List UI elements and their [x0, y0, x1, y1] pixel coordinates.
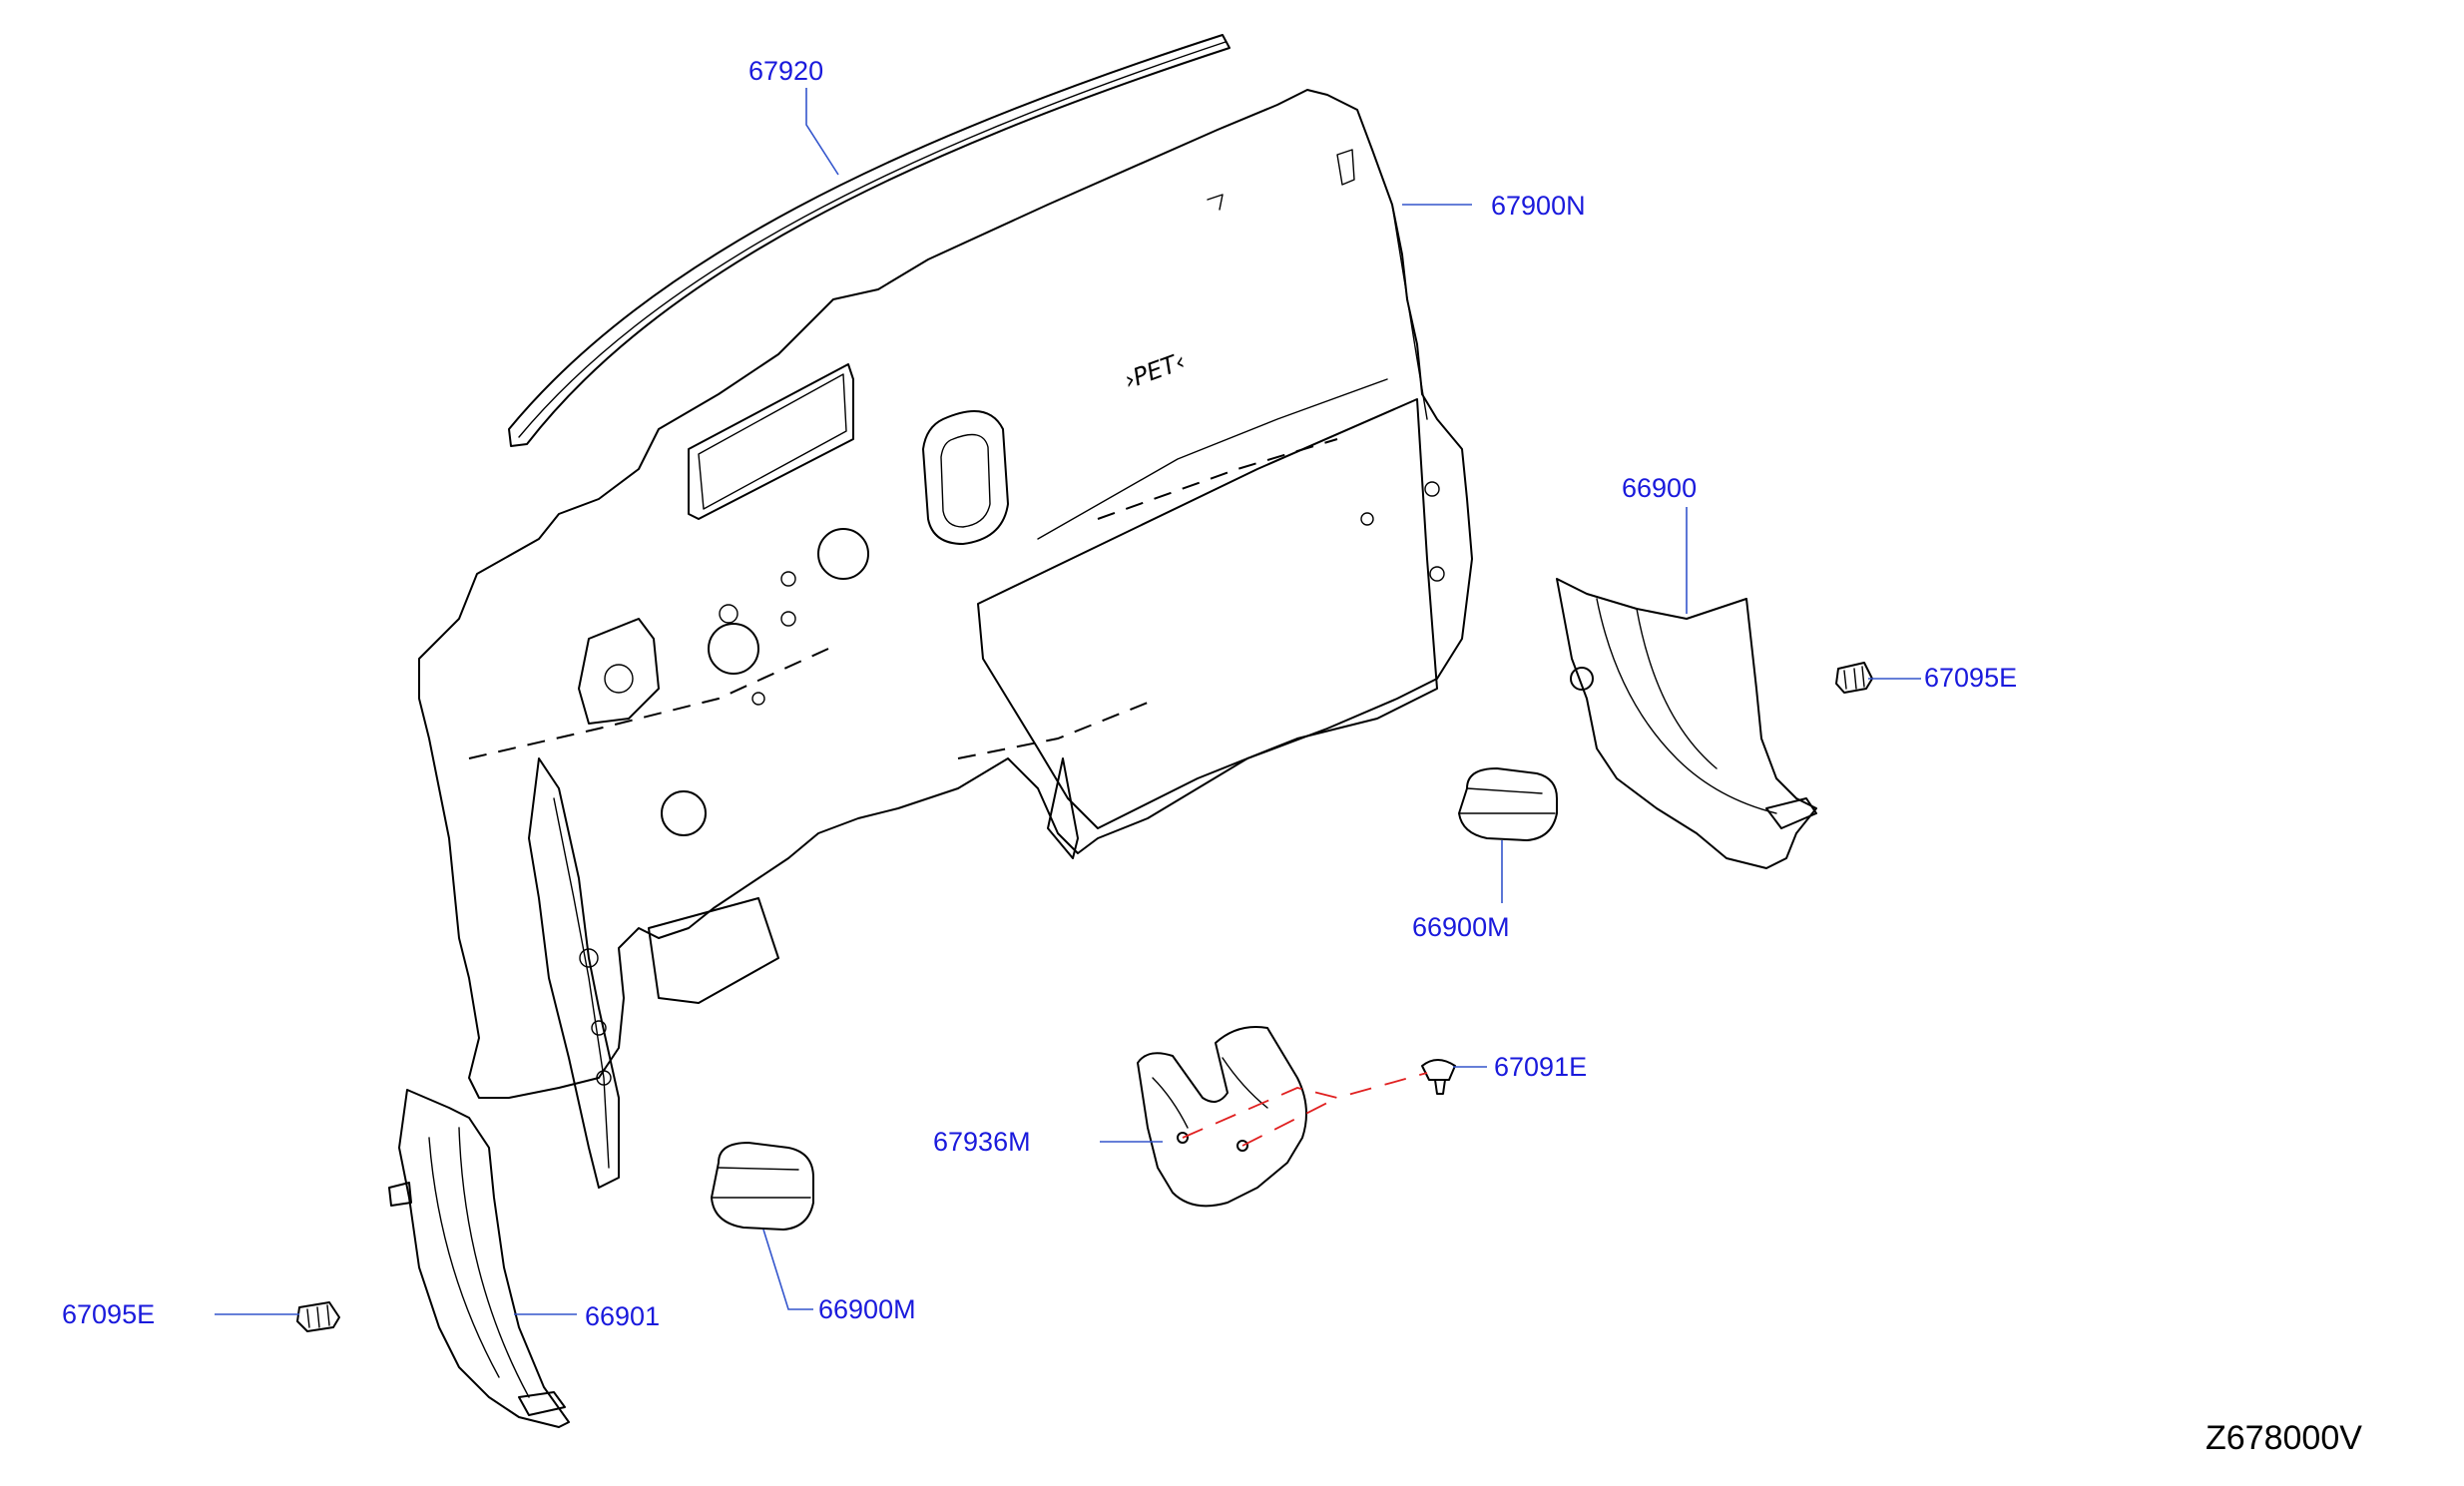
clip-left-part	[296, 1301, 340, 1332]
label-66901: 66901	[585, 1301, 661, 1331]
clip-67091e-part	[1421, 1059, 1456, 1095]
label-67920: 67920	[748, 56, 824, 86]
seal-strip-part	[508, 34, 1231, 447]
leader-67920	[805, 88, 839, 176]
label-67095E-left: 67095E	[62, 1299, 156, 1329]
label-66900: 66900	[1622, 473, 1698, 503]
dash-insulator-part	[418, 89, 1473, 1189]
pad-left-part	[711, 1142, 814, 1231]
clip-right-part	[1835, 662, 1873, 694]
kick-plate-right-part	[1556, 578, 1817, 869]
fastener-guides	[1182, 1072, 1428, 1147]
pad-right-part	[1458, 767, 1558, 841]
label-67091E: 67091E	[1494, 1052, 1588, 1082]
protector-pad-part	[1137, 1026, 1307, 1208]
label-66900M-left: 66900M	[818, 1294, 916, 1324]
pet-stamp: ›PET‹	[1120, 347, 1189, 395]
diagram-code: Z678000V	[2206, 1419, 2362, 1457]
label-67900N: 67900N	[1491, 191, 1586, 221]
kick-plate-left-part	[388, 1089, 570, 1428]
label-66900M-right: 66900M	[1412, 912, 1510, 942]
guide-line-lower	[1241, 1097, 1338, 1147]
leader-66900M-left	[762, 1229, 813, 1310]
label-67936M: 67936M	[933, 1127, 1031, 1157]
leader-lines	[215, 88, 1921, 1315]
guide-line-upper	[1182, 1072, 1428, 1139]
label-67095E-right: 67095E	[1924, 663, 2018, 693]
